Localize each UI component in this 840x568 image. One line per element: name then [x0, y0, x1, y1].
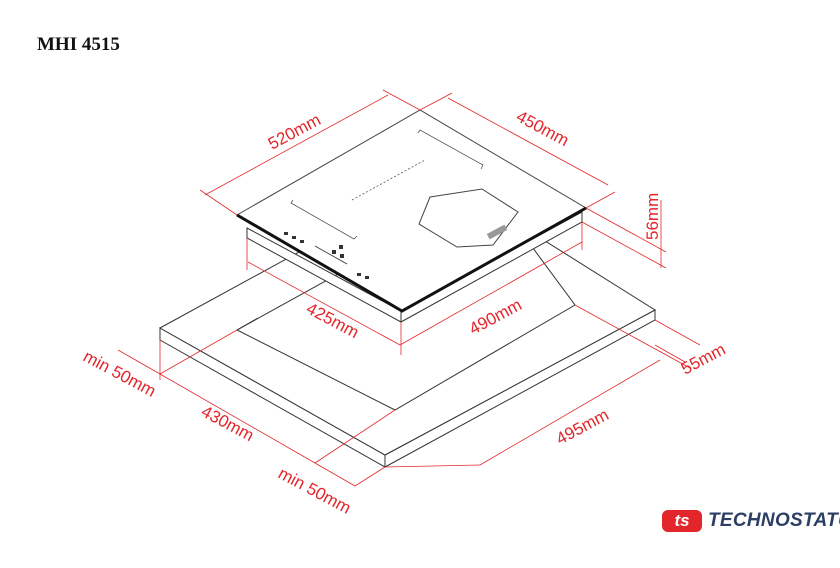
dim-hob-depth: 450mm	[513, 107, 572, 150]
zone-bridge	[351, 159, 426, 201]
dim-edge-left: min 50mm	[80, 347, 159, 401]
dim-hob-width: 520mm	[265, 110, 324, 153]
dim-counter-depth: 430mm	[198, 402, 257, 445]
dim-edge-front: min 50mm	[275, 464, 354, 518]
dim-counter-width: 495mm	[553, 405, 612, 448]
brand-logo: ts TECHNOSTATUS	[662, 510, 840, 532]
dimension-lines	[117, 89, 701, 487]
zone-left	[290, 199, 358, 240]
control-panel	[284, 232, 369, 279]
model-title: MHI 4515	[37, 34, 120, 55]
zone-top	[417, 129, 484, 170]
logo-mark: ts	[662, 510, 702, 532]
dim-edge-right: 55mm	[678, 340, 729, 379]
dim-hob-height: 56mm	[643, 193, 662, 240]
hob	[236, 109, 588, 323]
logo-name: TECHNOSTATUS	[708, 510, 840, 531]
